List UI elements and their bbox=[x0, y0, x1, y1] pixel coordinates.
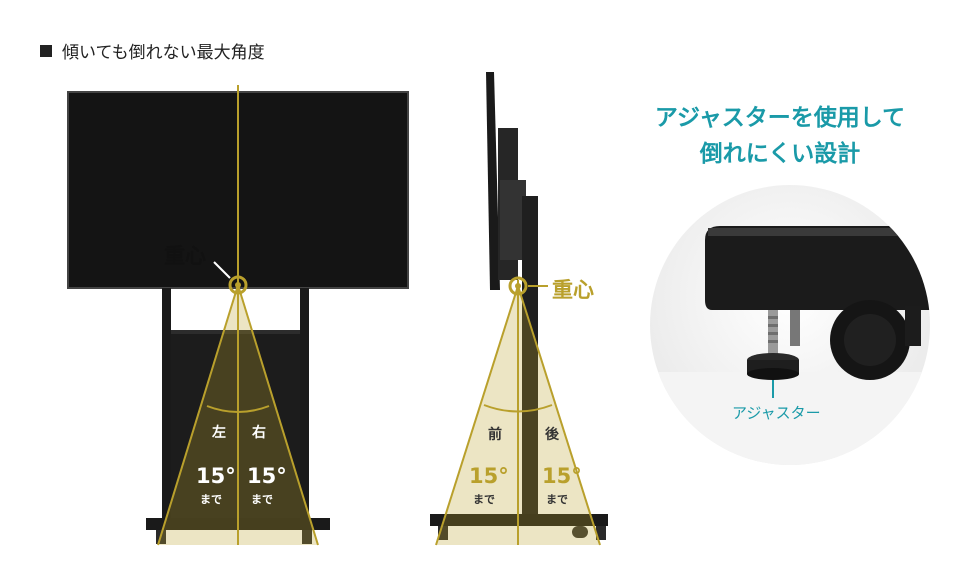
back-direction-label: 後 bbox=[545, 427, 559, 443]
right-made: まで bbox=[251, 493, 273, 506]
section-heading: 傾いても倒れない最大角度 bbox=[40, 38, 265, 63]
side-cog-label: 重心 bbox=[552, 278, 594, 302]
left-made: まで bbox=[200, 493, 222, 506]
right-angle: 15° bbox=[247, 464, 287, 488]
back-panel bbox=[171, 330, 300, 518]
front-made: まで bbox=[473, 493, 495, 506]
callout-line2: 倒れにくい設計 bbox=[699, 141, 861, 167]
callout-line1: アジャスターを使用して bbox=[654, 105, 906, 131]
side-view-stand bbox=[430, 72, 608, 546]
left-upright bbox=[162, 288, 171, 518]
right-label: 右 bbox=[252, 425, 266, 441]
back-made: まで bbox=[546, 493, 568, 506]
square-bullet-icon bbox=[40, 44, 52, 57]
adjuster-callout: アジャスターを使用して 倒れにくい設計 bbox=[620, 100, 940, 172]
side-cog-marker bbox=[508, 276, 528, 296]
adjuster-label: アジャスター bbox=[732, 404, 821, 422]
back-angle: 15° bbox=[542, 464, 582, 488]
front-cog-label: 重心 bbox=[164, 244, 206, 268]
front-cog-marker bbox=[228, 275, 248, 295]
front-angle: 15° bbox=[469, 464, 509, 488]
side-pole bbox=[522, 196, 538, 522]
front-direction-label: 前 bbox=[488, 427, 502, 443]
right-upright bbox=[300, 288, 309, 518]
side-tv bbox=[486, 72, 500, 290]
left-angle: 15° bbox=[196, 464, 236, 488]
front-view-stand bbox=[67, 85, 409, 546]
caster-right bbox=[302, 530, 312, 544]
adjuster-closeup bbox=[650, 185, 930, 465]
heading-text: 傾いても倒れない最大角度 bbox=[62, 43, 265, 63]
left-label: 左 bbox=[212, 425, 226, 441]
